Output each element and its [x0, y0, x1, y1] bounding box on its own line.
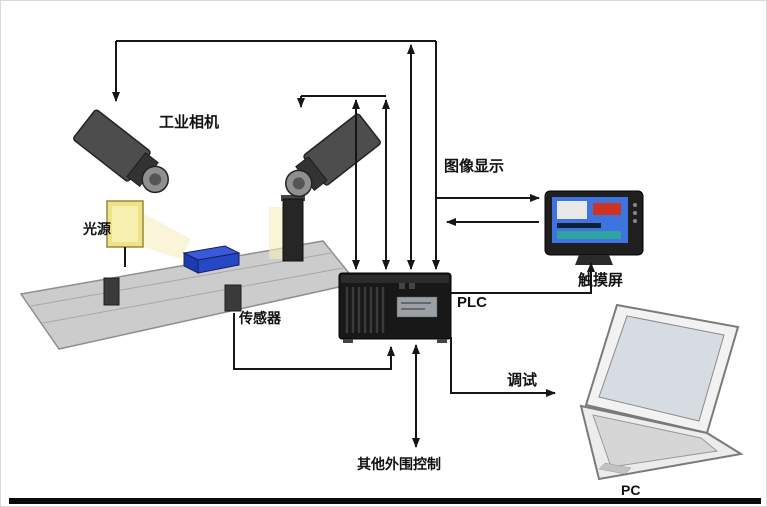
label-touch-screen: 触摸屏: [578, 271, 623, 289]
label-sensor: 传感器: [238, 310, 282, 326]
plc-unit: [338, 272, 452, 343]
label-pc: PC: [621, 482, 640, 498]
industrial-camera-1: [73, 109, 169, 194]
label-debug: 调试: [507, 371, 537, 389]
label-other-peripheral: 其他外围控制: [357, 456, 441, 472]
industrial-camera-2: [285, 113, 381, 198]
light-beam: [143, 213, 191, 259]
light-source-panel: [106, 200, 144, 267]
product-box: [182, 245, 241, 274]
sensor-post: [224, 284, 242, 312]
light-bar-device: [281, 195, 305, 262]
plc-cooling-fins: [345, 287, 385, 333]
label-plc: PLC: [457, 294, 487, 311]
connector-arrows: [112, 40, 595, 448]
bottom-border-line: [9, 498, 761, 504]
laptop-pc: [579, 303, 744, 481]
left-bracket-post: [103, 277, 120, 306]
label-light-source: 光源: [82, 221, 111, 237]
touch-screen-device: [544, 190, 644, 265]
label-image-display: 图像显示: [444, 157, 504, 175]
label-industrial-camera: 工业相机: [159, 113, 219, 131]
